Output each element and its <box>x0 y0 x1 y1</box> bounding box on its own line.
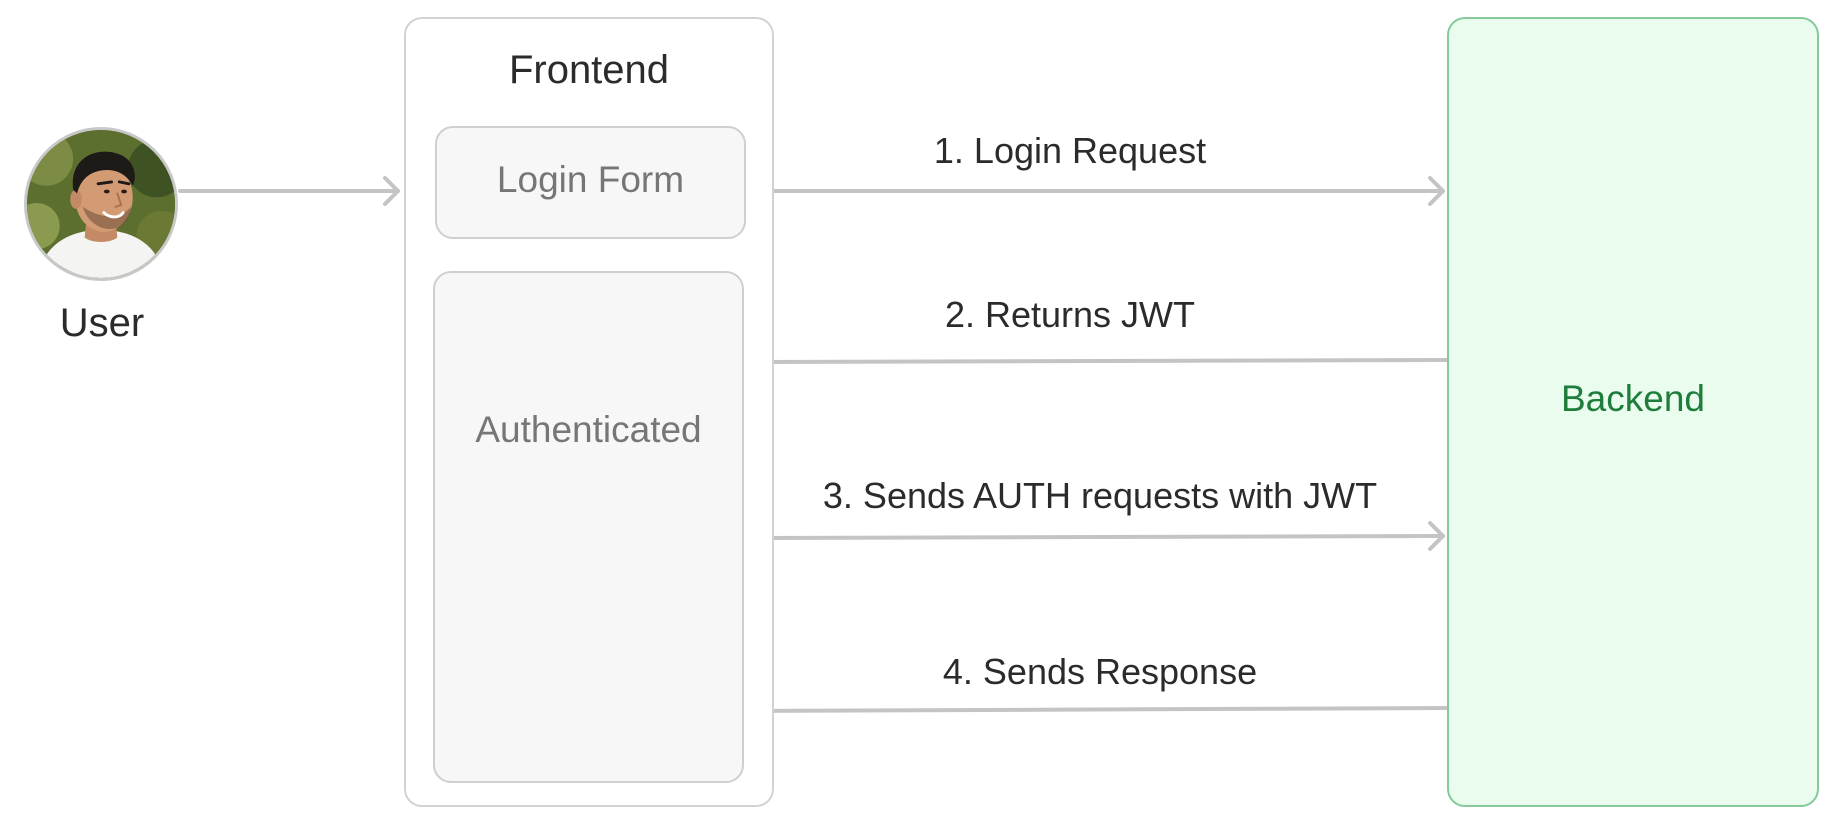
arrow-sends-auth-requests <box>742 521 1445 551</box>
login-form-label: Login Form <box>496 159 685 200</box>
arrow-label-login-request: 1. Login Request <box>933 130 1207 171</box>
backend-label: Backend <box>1561 378 1705 419</box>
user-avatar-icon <box>24 127 178 281</box>
arrow-label-sends-response: 4. Sends Response <box>942 651 1258 692</box>
arrow-login-request <box>744 176 1445 206</box>
arrow-sends-response <box>744 696 1449 726</box>
authenticated-box <box>433 271 744 783</box>
arrow-label-sends-auth-requests: 3. Sends AUTH requests with JWT <box>822 475 1378 516</box>
login-form-box <box>435 126 746 239</box>
user-label: User <box>59 301 145 345</box>
user-to-frontend-arrow <box>178 176 400 206</box>
arrow-label-returns-jwt: 2. Returns JWT <box>944 294 1196 335</box>
authenticated-label: Authenticated <box>475 409 702 450</box>
backend-container <box>1447 17 1819 807</box>
frontend-title: Frontend <box>508 48 670 92</box>
arrow-returns-jwt <box>744 347 1449 377</box>
